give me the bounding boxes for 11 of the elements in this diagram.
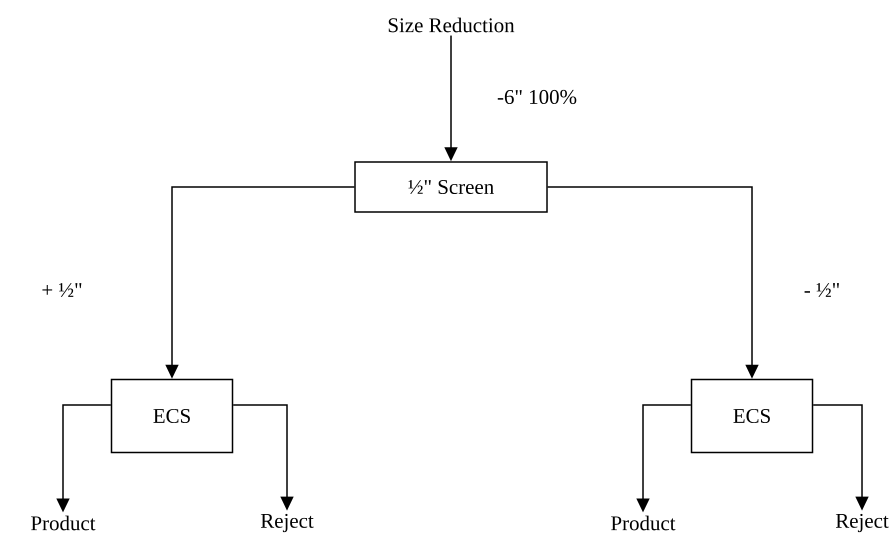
stream-label: Reject (260, 514, 314, 532)
stream-label: Product (31, 516, 96, 530)
process-box: ECS (690, 378, 814, 454)
process-box: ECS (110, 378, 234, 454)
edge-label: + ½" (38, 280, 86, 300)
edge-label: -6" 100% (494, 86, 580, 108)
edge-label: - ½" (800, 280, 844, 300)
stream-label: Product (611, 516, 676, 530)
stream-label: Size Reduction (388, 18, 514, 32)
process-box: ½" Screen (354, 161, 548, 213)
stream-label: Reject (836, 514, 889, 532)
